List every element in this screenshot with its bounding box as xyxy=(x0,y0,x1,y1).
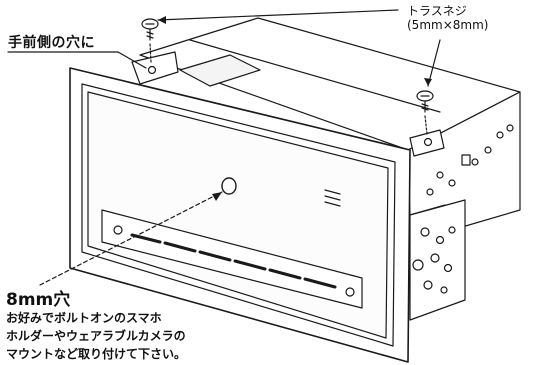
screw-leader-2 xyxy=(427,39,441,87)
screw-rear xyxy=(416,90,434,135)
hole-desc-line-1: お好みでボルトオンのスマホ xyxy=(6,311,162,325)
screw-size-label: (5mm×8mm) xyxy=(407,18,489,32)
eight-mm-hole xyxy=(221,177,237,195)
front-mounting-tab xyxy=(131,51,179,85)
screw-front xyxy=(141,18,159,63)
front-holes-pointer xyxy=(117,51,147,69)
screw-arrowhead-2 xyxy=(424,78,432,86)
screw-name-label: トラスネジ xyxy=(407,4,467,18)
vent-slits xyxy=(324,189,341,207)
screw-leader-1 xyxy=(157,9,399,21)
slot-strip xyxy=(101,209,363,309)
screw-arrowhead-1 xyxy=(158,16,166,24)
hole-arrowhead xyxy=(212,192,222,201)
hole-leader xyxy=(39,191,223,286)
hole-desc-line-3: マウントなど取り付けて下さい。 xyxy=(6,347,187,361)
bracket-right-side xyxy=(407,91,521,321)
hole-desc-line-2: ホルダーやウェアラブルカメラの xyxy=(6,329,186,343)
front-holes-label: 手前側の穴に xyxy=(8,35,95,51)
rear-mounting-tab xyxy=(409,129,445,157)
hole-title-label: 8mm穴 xyxy=(6,290,71,310)
